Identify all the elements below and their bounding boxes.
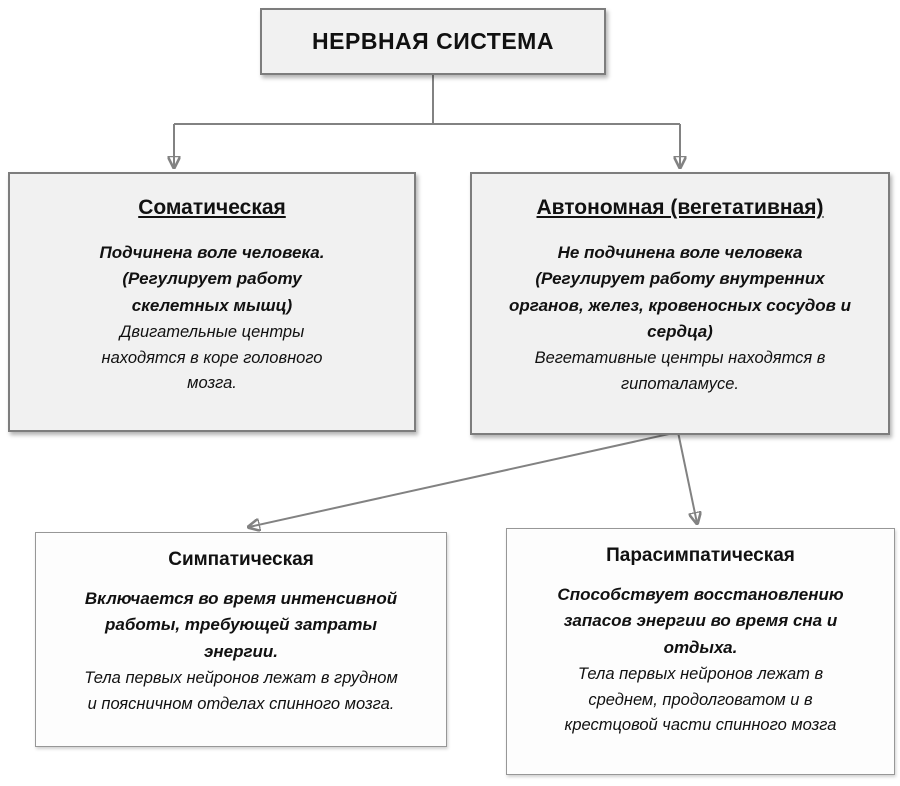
node-parasympathetic-summary: Способствует восстановлению запасов энер…	[557, 585, 844, 657]
node-nervous-system: НЕРВНАЯ СИСТЕМА	[260, 8, 606, 75]
node-somatic-summary: Подчинена воле человека. (Регулирует раб…	[99, 243, 325, 315]
node-parasympathetic: Парасимпатическая Способствует восстанов…	[506, 528, 895, 775]
node-sympathetic-detail: Тела первых нейронов лежат в грудном и п…	[84, 669, 398, 713]
node-sympathetic-summary: Включается во время интенсивной работы, …	[84, 589, 398, 661]
node-autonomic-detail: Вегетативные центры находятся в гипотала…	[534, 349, 826, 393]
node-parasympathetic-title: Парасимпатическая	[606, 545, 795, 566]
connector-arrow-parasympathetic	[677, 431, 697, 523]
node-somatic: Соматическая Подчинена воле человека. (Р…	[8, 172, 416, 432]
node-somatic-title: Соматическая	[138, 196, 286, 219]
node-autonomic-summary: Не подчинена воле человека (Регулирует р…	[508, 243, 852, 342]
node-sympathetic-title: Симпатическая	[168, 549, 314, 570]
node-parasympathetic-detail: Тела первых нейронов лежат в среднем, пр…	[564, 665, 837, 735]
node-somatic-detail: Двигательные центры находятся в коре гол…	[101, 323, 323, 393]
node-sympathetic: Симпатическая Включается во время интенс…	[35, 532, 447, 747]
node-autonomic-title: Автономная (вегетативная)	[536, 196, 824, 219]
node-autonomic: Автономная (вегетативная) Не подчинена в…	[470, 172, 890, 435]
node-nervous-system-title: НЕРВНАЯ СИСТЕМА	[312, 28, 554, 54]
connector-arrow-sympathetic	[249, 431, 679, 527]
